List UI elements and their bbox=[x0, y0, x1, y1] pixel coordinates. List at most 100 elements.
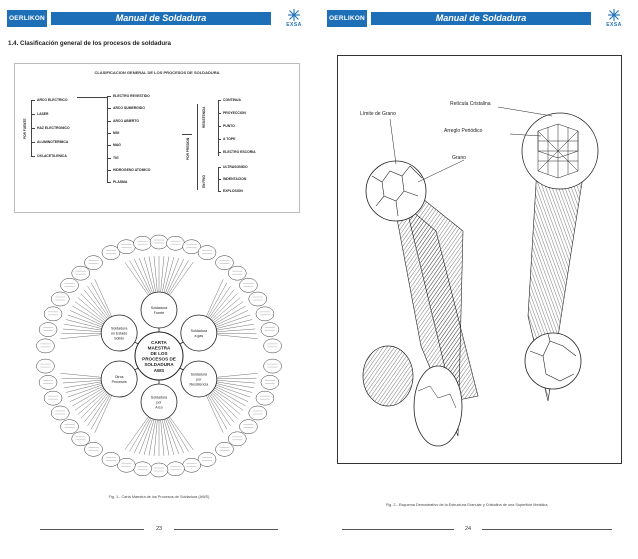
por-fuente-label: POR FUENTE bbox=[23, 118, 27, 139]
hub-label: Soldadura bbox=[151, 306, 167, 310]
hub-label: a gas bbox=[194, 334, 203, 338]
tree-connector bbox=[218, 139, 221, 140]
process-item: MAG bbox=[113, 143, 121, 148]
grain-structure-svg bbox=[362, 106, 599, 447]
process-item: ALUMINOTERMICA bbox=[37, 140, 69, 144]
oerlikon-logo: OERLIKON bbox=[7, 10, 47, 27]
process-item: HAZ ELECTRONICO bbox=[37, 126, 70, 130]
footer-rule-right bbox=[174, 529, 278, 530]
tree-connector bbox=[31, 142, 35, 143]
tree-connector bbox=[107, 145, 111, 146]
grain-detail-circle bbox=[524, 332, 582, 390]
process-item: ELECTRO ESCORIA bbox=[223, 150, 256, 154]
process-item: ARCO ABIERTO bbox=[113, 118, 139, 123]
process-bubble bbox=[149, 234, 169, 250]
figure-1-caption: Fig. 1.- Carta Maestra de los Procesos d… bbox=[108, 495, 210, 499]
hub-label: por bbox=[156, 401, 162, 405]
process-bubble bbox=[117, 239, 136, 255]
process-bubble bbox=[101, 245, 121, 260]
exsa-logo-text: EXSA bbox=[606, 22, 622, 28]
process-item: PROYECCION bbox=[223, 111, 246, 115]
process-item: ARCO SUMERGIDO bbox=[113, 106, 145, 111]
process-bubble bbox=[38, 322, 58, 337]
hub-label: por bbox=[196, 378, 202, 382]
process-bubble bbox=[182, 457, 201, 473]
surface-sample-end bbox=[413, 365, 463, 447]
process-bubble bbox=[133, 235, 152, 251]
reticula-label: Retícula Cristalina bbox=[450, 101, 491, 107]
hub-label: Soldadura bbox=[191, 373, 207, 377]
header-band: Manual de Soldadura bbox=[51, 12, 271, 25]
arreglo-label: Arreglo Periódico bbox=[444, 128, 483, 134]
hub-label: Resistencia bbox=[190, 382, 209, 386]
process-bubble bbox=[84, 255, 103, 270]
center-label: CARTA bbox=[151, 340, 167, 345]
tree-connector bbox=[218, 126, 221, 127]
process-bubble bbox=[36, 338, 55, 354]
process-bubble bbox=[215, 442, 234, 457]
process-bubble bbox=[260, 322, 280, 337]
tree-connector bbox=[107, 157, 111, 159]
process-hub bbox=[100, 314, 138, 352]
tree-connector bbox=[218, 152, 221, 153]
tree-connector bbox=[107, 169, 111, 171]
center-label: MAESTRA bbox=[148, 345, 171, 350]
page-number: 24 bbox=[464, 526, 472, 532]
hub-label: Soldadura bbox=[191, 329, 207, 333]
exsa-star-icon bbox=[288, 9, 300, 21]
en-frio-label: EN FRIO bbox=[202, 175, 206, 188]
page-right: Manual de Soldadura OERLIKON EXSA bbox=[320, 0, 638, 559]
process-item: PUNTO bbox=[223, 124, 235, 128]
tree-connector bbox=[107, 182, 111, 183]
grano-label: Grano bbox=[452, 155, 466, 161]
chart-center bbox=[134, 331, 184, 381]
process-item: ARCO ELECTRICO bbox=[37, 98, 68, 102]
limite-grano-label: Límite de Grano bbox=[360, 111, 396, 117]
process-hub bbox=[180, 314, 218, 352]
header-band: Manual de Soldadura bbox=[371, 12, 591, 25]
classification-diagram: CLASIFICACION GENERAL DE LOS PROCESOS DE… bbox=[14, 63, 300, 213]
hub-label: Arco bbox=[155, 405, 162, 409]
process-bubble bbox=[228, 265, 247, 281]
footer-rule-left bbox=[40, 529, 144, 530]
process-bubble bbox=[228, 431, 247, 447]
center-label: SOLDADURA bbox=[144, 362, 174, 367]
process-item: A TOPE bbox=[223, 137, 236, 141]
process-bubble bbox=[215, 255, 234, 270]
footer-rule-right bbox=[482, 529, 612, 530]
por-presion-label: POR PRESION bbox=[186, 137, 190, 160]
exsa-star-icon bbox=[608, 9, 620, 21]
process-hub bbox=[140, 291, 178, 329]
process-bubble bbox=[71, 431, 90, 447]
grain-circle bbox=[365, 160, 427, 222]
hub-label: Soldadura bbox=[111, 327, 127, 331]
process-bubble bbox=[149, 462, 169, 478]
process-item: HIDROGENO ATOMICO bbox=[113, 167, 151, 172]
figure-2-caption: Fig. 2.- Esquema Demostrativo de la Estr… bbox=[386, 503, 548, 507]
classification-title: CLASIFICACION GENERAL DE LOS PROCESOS DE… bbox=[94, 70, 220, 75]
process-item: EXPLOSION bbox=[223, 189, 243, 193]
hub-label: Soldadura bbox=[151, 396, 167, 400]
process-item: ELECTRO REVESTIDO bbox=[113, 94, 150, 98]
exsa-logo: EXSA bbox=[597, 8, 631, 28]
page-header: Manual de Soldadura OERLIKON EXSA bbox=[7, 9, 311, 28]
process-bubble bbox=[36, 358, 55, 374]
process-item: LASER bbox=[37, 112, 49, 116]
process-bubble bbox=[263, 338, 282, 354]
tree-connector bbox=[107, 96, 111, 97]
process-bubble bbox=[84, 442, 103, 457]
process-bubble bbox=[239, 278, 258, 293]
hub-label: en Estado bbox=[111, 332, 127, 336]
center-label: PROCESOS DE bbox=[142, 357, 176, 362]
crystal-lattice bbox=[537, 123, 579, 179]
process-item: PLASMA bbox=[113, 180, 128, 185]
process-bubble bbox=[260, 375, 280, 390]
process-item: TIG bbox=[113, 155, 119, 160]
section-title: 1.4. Clasificación general de los proces… bbox=[8, 40, 171, 47]
process-bubble bbox=[60, 419, 79, 434]
tree-connector bbox=[107, 132, 111, 134]
hub-label: Fuerte bbox=[154, 311, 164, 315]
process-item: CONTINUA bbox=[223, 98, 241, 102]
process-bubble bbox=[101, 452, 121, 467]
